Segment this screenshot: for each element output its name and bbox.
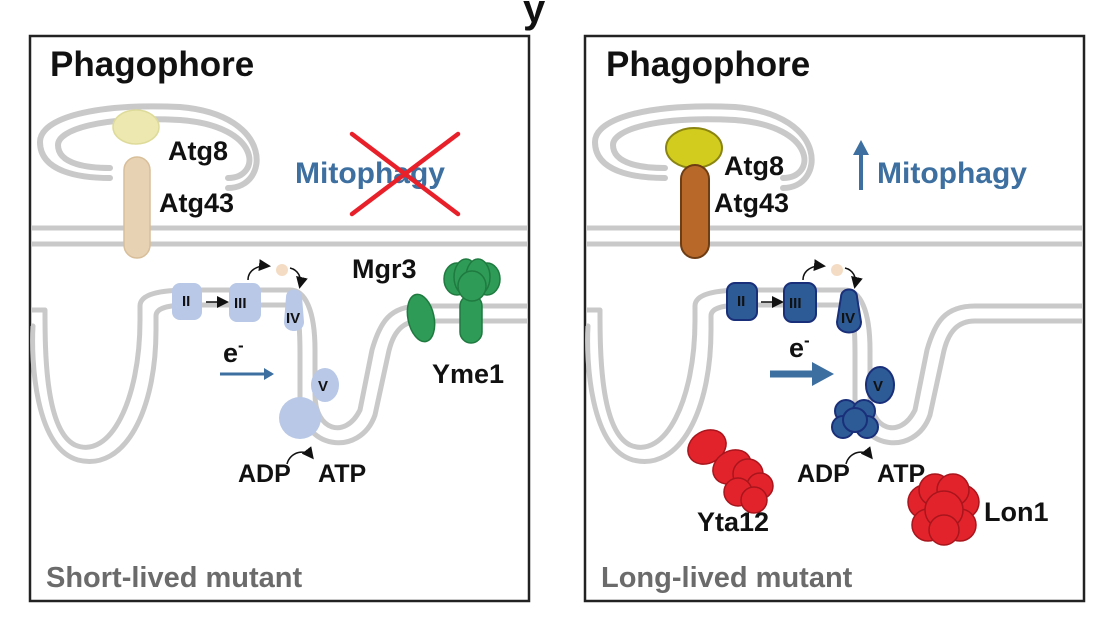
left-panel-footer: Short-lived mutant <box>46 562 303 594</box>
left-complex-v-label: V <box>318 378 328 395</box>
left-yme1-label: Yme1 <box>432 359 504 389</box>
top-cut-text: y <box>523 0 546 31</box>
left-yme1-head <box>443 258 501 302</box>
right-complex-iv-label: IV <box>841 310 855 327</box>
left-atg8-label: Atg8 <box>168 136 228 166</box>
right-adp-atp-arrow <box>845 446 873 465</box>
right-complex-v-head <box>831 399 879 439</box>
right-atg43-shape <box>680 164 710 259</box>
left-complex-iii <box>229 283 261 322</box>
right-atg43-label: Atg43 <box>714 188 789 218</box>
left-complex-ii <box>172 283 202 320</box>
left-cytc-arrow-in <box>247 259 271 281</box>
right-cytochrome-c <box>831 264 843 276</box>
right-yta12-label: Yta12 <box>697 507 769 537</box>
left-mgr3-label: Mgr3 <box>352 254 417 284</box>
right-cytc-arrow-in <box>802 259 826 281</box>
right-complex-v-label: V <box>873 378 883 395</box>
left-panel: Phagophore Atg8 Atg43 Mitophagy II <box>28 34 531 603</box>
right-complex-iii <box>783 282 817 323</box>
right-mitophagy-label: Mitophagy <box>877 157 1027 190</box>
left-adp-atp-arrow <box>286 446 314 465</box>
right-yta12-shape <box>687 429 774 514</box>
right-complex-iv <box>835 288 863 334</box>
left-atp-label: ATP <box>318 460 366 488</box>
right-panel-footer: Long-lived mutant <box>601 562 853 594</box>
right-complex-v-stalk <box>865 366 895 404</box>
left-mitophagy-cross-icon <box>349 131 461 217</box>
right-outer-membrane <box>587 225 1083 247</box>
left-atg43-shape <box>123 156 151 259</box>
right-complex-iii-label: III <box>789 295 802 312</box>
right-atg8-shape <box>665 127 723 169</box>
right-panel: Phagophore Atg8 Atg43 Mitophagy II III <box>583 34 1086 603</box>
left-cytochrome-c <box>276 264 288 276</box>
left-complex-iv <box>284 289 304 331</box>
right-atp-label: ATP <box>877 460 925 488</box>
left-complex-v-head <box>279 397 321 439</box>
left-complex-iv-label: IV <box>286 310 300 327</box>
left-complex-ii-label: II <box>182 293 190 310</box>
left-complex-v-stalk <box>311 368 339 402</box>
left-adp-label: ADP <box>238 460 291 488</box>
right-complex-ii-label: II <box>737 293 745 310</box>
right-mitophagy-up-arrow-icon <box>853 140 869 190</box>
right-electron-label: e- <box>789 331 810 363</box>
right-panel-title: Phagophore <box>606 45 810 84</box>
left-atg43-label: Atg43 <box>159 188 234 218</box>
right-electron-arrowhead <box>812 362 834 386</box>
left-cytc-arrow-out <box>289 267 308 289</box>
right-atg8-label: Atg8 <box>724 151 784 181</box>
right-lon1-label: Lon1 <box>984 497 1049 527</box>
left-yme1-stalk <box>459 294 483 344</box>
right-lon1-shape <box>907 473 980 546</box>
left-atg8-shape <box>112 109 160 145</box>
left-electron-label: e- <box>223 336 244 368</box>
right-adp-label: ADP <box>797 460 850 488</box>
left-panel-title: Phagophore <box>50 45 254 84</box>
left-electron-arrowhead <box>264 368 274 380</box>
left-mgr3-shape <box>406 293 436 343</box>
left-phagophore-membrane <box>36 103 260 191</box>
left-complex-iii-label: III <box>234 295 247 312</box>
right-complex-ii <box>726 282 758 321</box>
right-phagophore-membrane <box>591 103 815 191</box>
left-outer-membrane <box>32 225 528 247</box>
right-cytc-arrow-out <box>844 267 863 289</box>
